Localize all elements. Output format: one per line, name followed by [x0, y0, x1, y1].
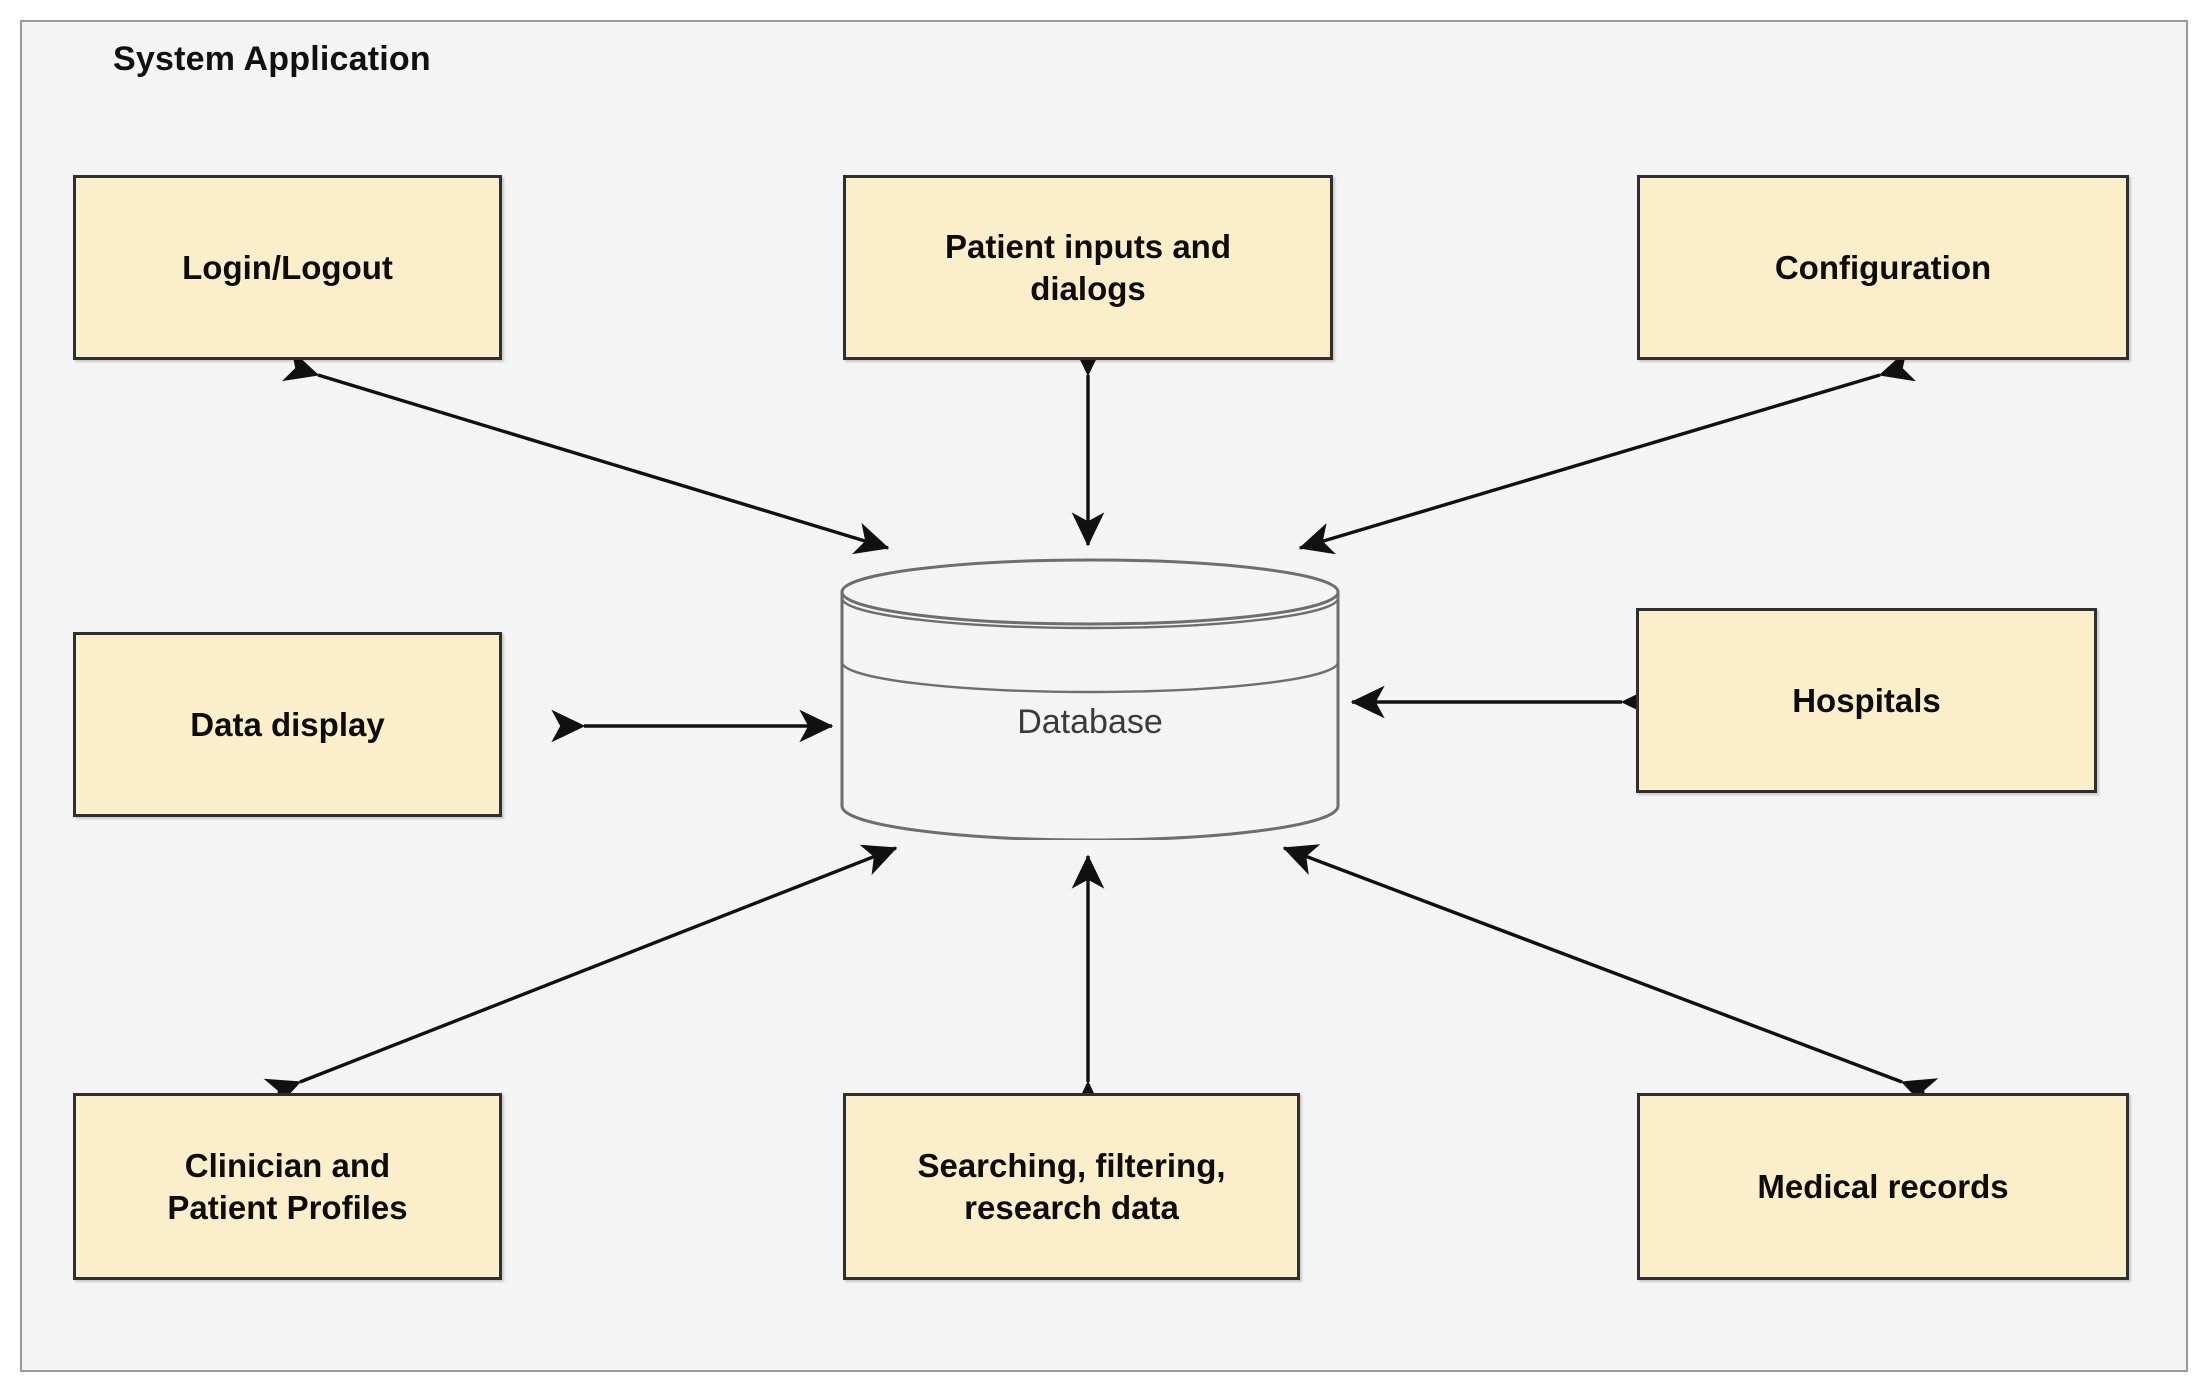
- module-label-login-logout: Login/Logout: [182, 248, 393, 286]
- module-box-clinician-patient-profiles[interactable]: Clinician and Patient Profiles: [73, 1093, 502, 1280]
- module-box-hospitals[interactable]: Hospitals: [1636, 608, 2097, 793]
- module-label-hospitals: Hospitals: [1792, 681, 1941, 719]
- module-label-clinician-patient-profiles: Clinician and Patient Profiles: [167, 1147, 408, 1226]
- module-box-patient-inputs[interactable]: Patient inputs and dialogs: [843, 175, 1333, 360]
- module-box-login-logout[interactable]: Login/Logout: [73, 175, 502, 360]
- module-label-searching-filtering: Searching, filtering, research data: [917, 1147, 1226, 1226]
- module-box-medical-records[interactable]: Medical records: [1637, 1093, 2129, 1280]
- module-box-searching-filtering[interactable]: Searching, filtering, research data: [843, 1093, 1300, 1280]
- module-label-configuration: Configuration: [1774, 248, 1992, 286]
- cylinder-shape: [840, 558, 1340, 840]
- module-box-configuration[interactable]: Configuration: [1637, 175, 2129, 360]
- page-title: System Application: [113, 40, 431, 78]
- module-label-medical-records: Medical records: [1757, 1167, 2009, 1205]
- module-box-data-display[interactable]: Data display: [73, 632, 502, 817]
- database-cylinder[interactable]: Database: [840, 558, 1340, 840]
- module-label-data-display: Data display: [190, 705, 385, 743]
- module-label-patient-inputs: Patient inputs and dialogs: [944, 228, 1231, 307]
